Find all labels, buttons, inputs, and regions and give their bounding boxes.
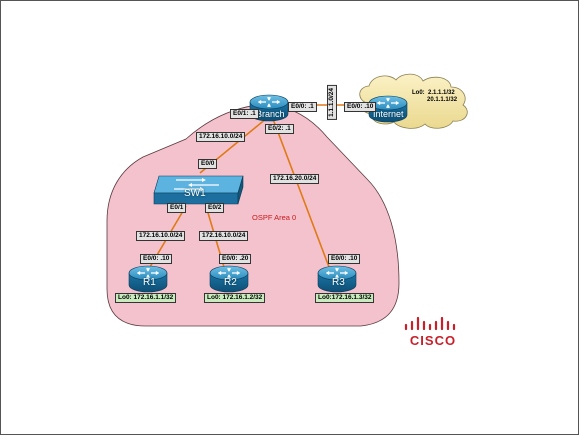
branch-e0-1-label: E0/1: .1 — [230, 109, 259, 119]
r3-e0-0-label: E0/0: .10 — [328, 254, 361, 264]
sw1-r2-network-label: 172.16.10.0/24 — [199, 231, 249, 241]
r2-e0-0-label: E0/0: .20 — [219, 254, 252, 264]
r1-loopback-label: Lo0: 172.16.1.1/32 — [115, 293, 177, 303]
internet-loopbacks: Lo0: 2.1.1.1/32 20.1.1.1/32 — [412, 90, 462, 104]
cisco-logo-word: CISCO — [409, 333, 457, 348]
r2-loopback-label: Lo0: 172.16.1.2/32 — [204, 293, 266, 303]
branch-e0-2-label: E0/2: .1 — [265, 124, 294, 134]
r1-name: R1 — [143, 277, 156, 288]
branch-r3-network-label: 172.16.20.0/24 — [270, 174, 320, 184]
internet-router-name: Internet — [373, 109, 404, 119]
internet-loopback-prefix: Lo0: — [412, 90, 425, 96]
sw1-e0-0-label: E0/0 — [198, 159, 218, 169]
sw1-name: SW1 — [184, 188, 206, 199]
link-branch-r3 — [272, 118, 330, 268]
sw1-e0-2-label: E0/2 — [205, 203, 225, 213]
r3-name: R3 — [332, 277, 345, 288]
r1-e0-0-label: E0/0: .10 — [140, 254, 173, 264]
internet-loopback-1: 2.1.1.1/32 — [428, 90, 455, 96]
cisco-logo-bars — [404, 317, 456, 331]
branch-router-name: Branch — [256, 109, 285, 119]
r3-loopback-label: Lo0:172.16.1.3/32 — [315, 293, 375, 303]
wan-network-label: 1.1.1.0/24 — [327, 85, 337, 120]
branch-sw1-network-label: 172.16.10.0/24 — [196, 132, 246, 142]
ospf-area-label: OSPF Area 0 — [252, 213, 297, 222]
sw1-e0-1-label: E0/1 — [167, 203, 187, 213]
internet-loopback-2: 20.1.1.1/32 — [427, 97, 458, 103]
internet-e0-0-label: E0/0: .10 — [344, 102, 377, 112]
sw1-r1-network-label: 172.16.10.0/24 — [136, 231, 186, 241]
r2-name: R2 — [224, 277, 237, 288]
switch-icon — [153, 175, 244, 205]
branch-e0-0-label: E0/0: .1 — [288, 102, 317, 112]
